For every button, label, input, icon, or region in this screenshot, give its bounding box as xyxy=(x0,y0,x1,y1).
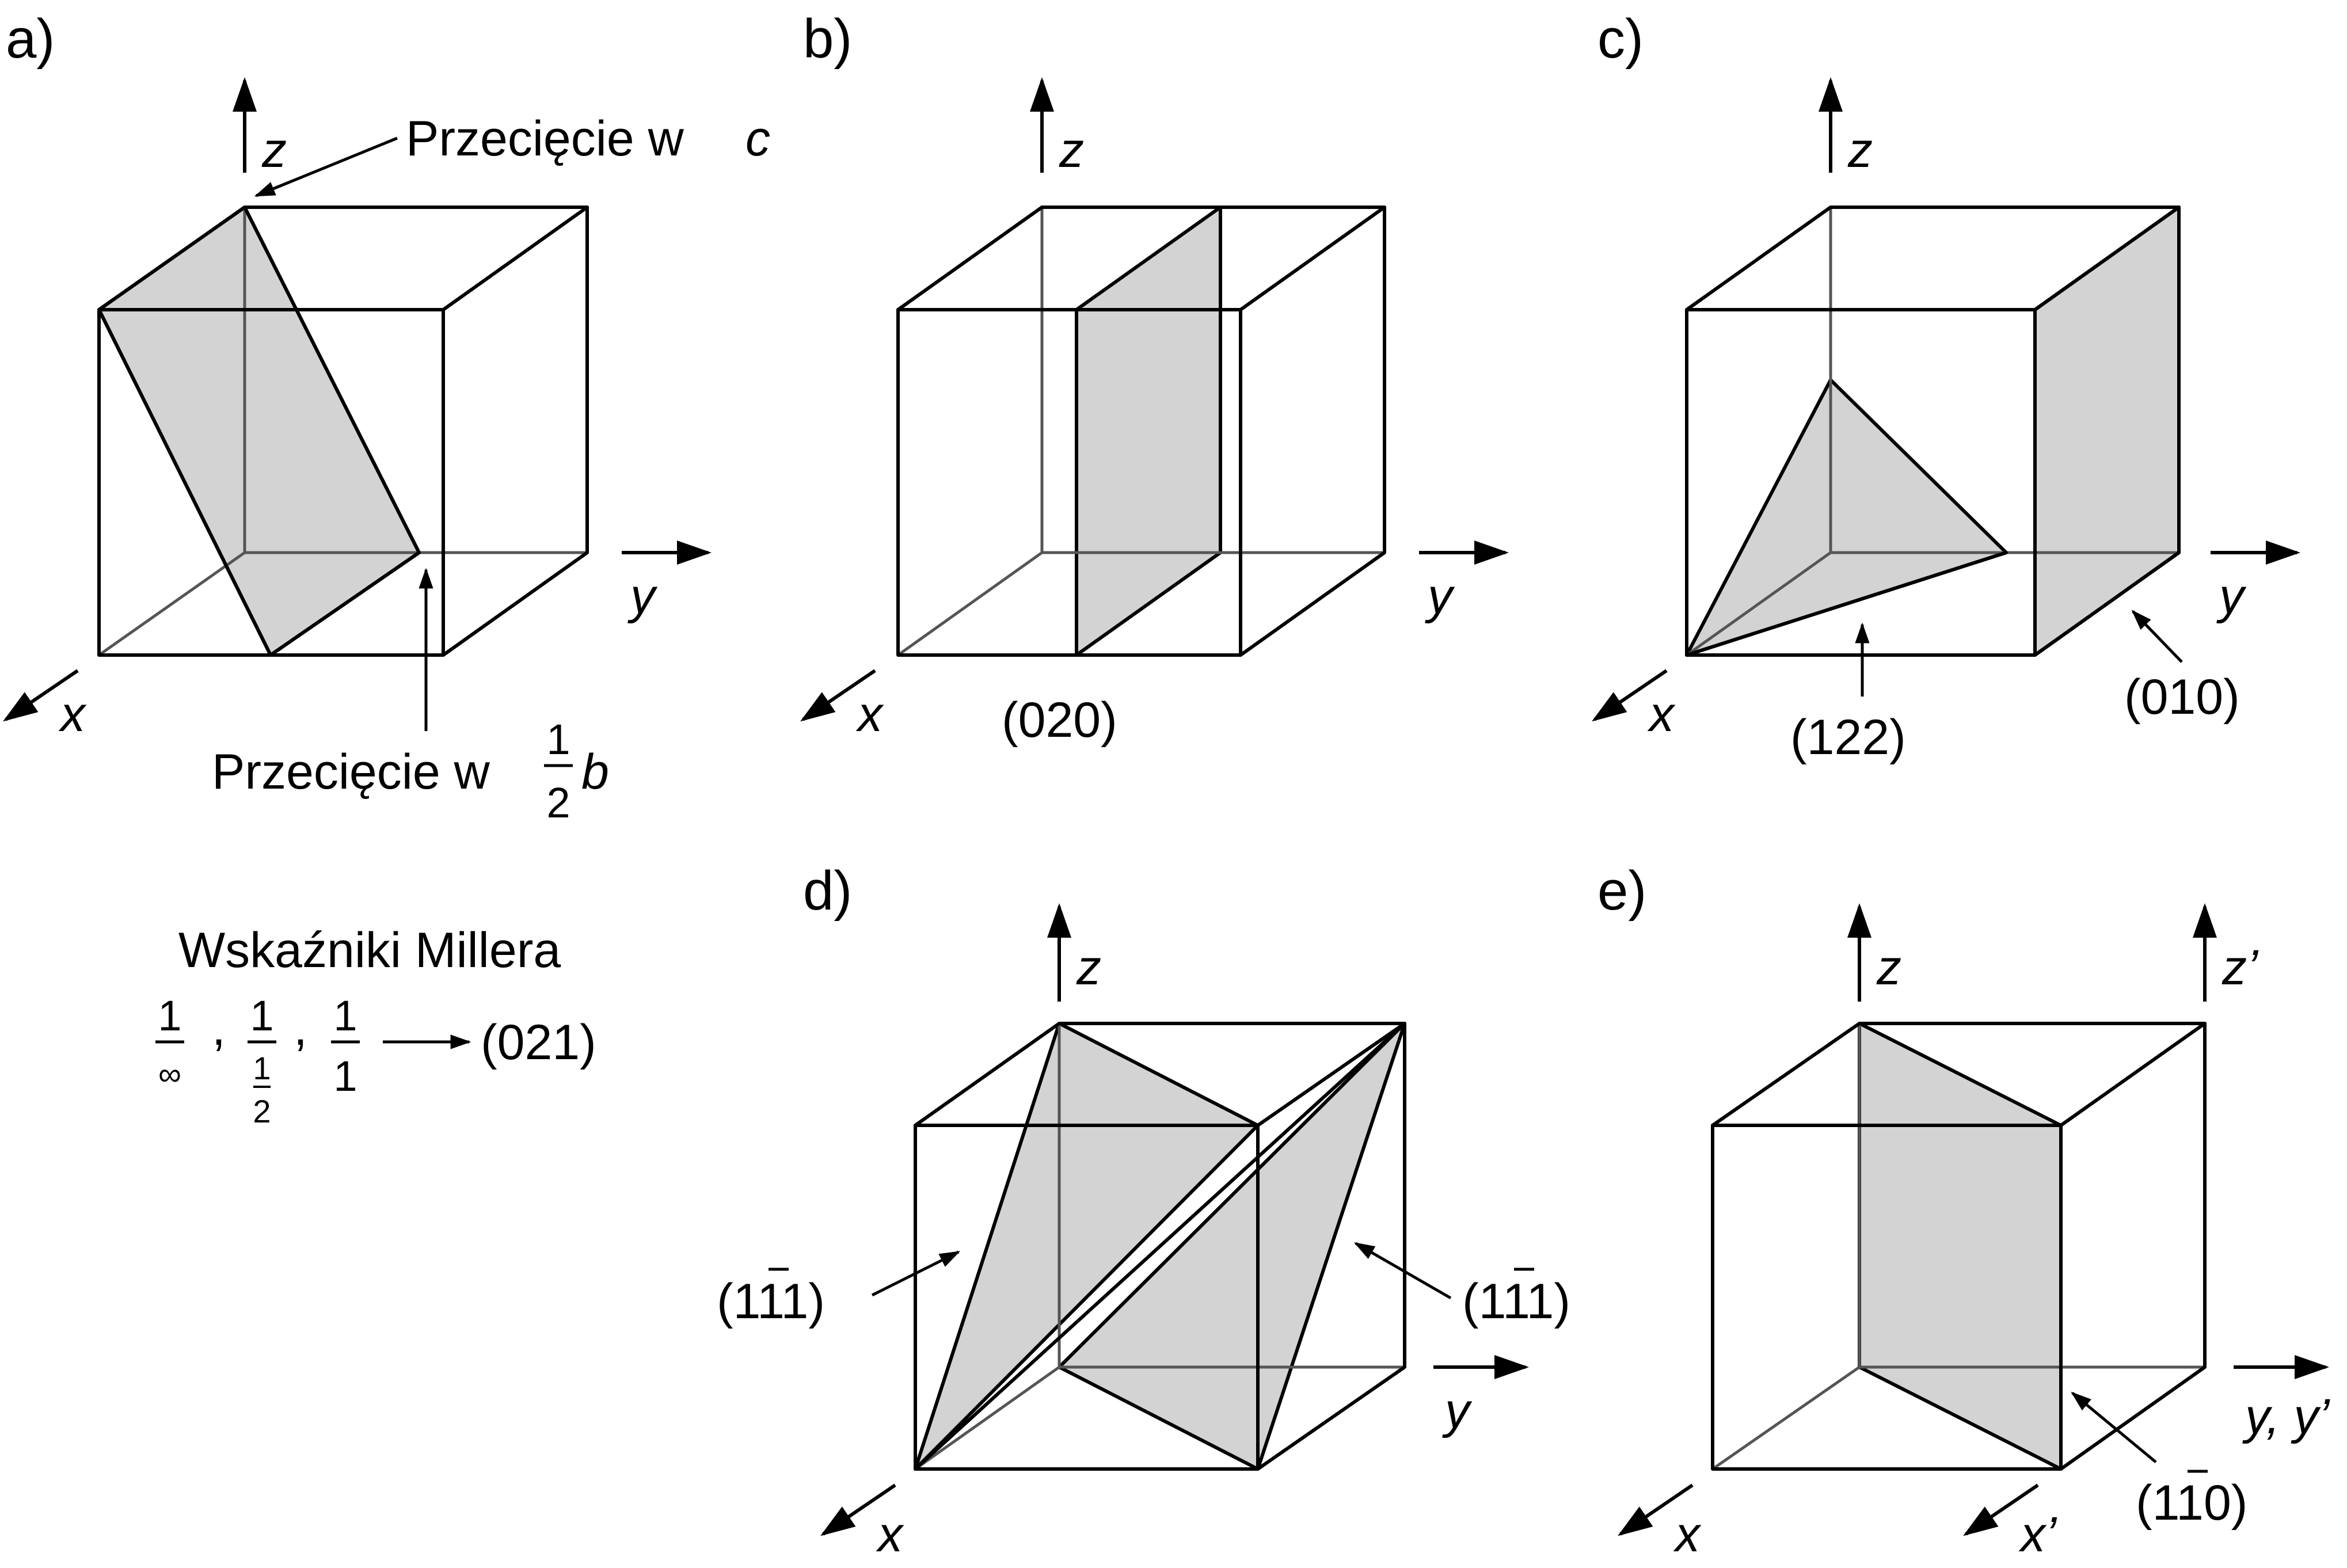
panel-e-zprime-label: z’ xyxy=(2222,940,2259,995)
panel-d: d) z y x (111) (111) xyxy=(717,860,1570,1562)
miller-f2-den-num: 1 xyxy=(253,1050,271,1086)
panel-e-z-label: z xyxy=(1876,940,1901,995)
panel-c-x-label: x xyxy=(1647,687,1676,742)
panel-b-x-label: x xyxy=(855,687,884,742)
panel-d-axes xyxy=(820,903,1529,1536)
miller-comma-1: , xyxy=(212,1000,226,1056)
panel-e-cube xyxy=(1711,1022,2207,1471)
panel-c-y-label: y xyxy=(2216,569,2247,624)
panel-a-callout-c-var: c xyxy=(745,111,770,166)
panel-b-cube xyxy=(896,205,1386,657)
panel-c-axes xyxy=(1592,77,2300,722)
miller-comma-2: , xyxy=(294,1000,307,1056)
panel-e-axes xyxy=(1618,903,2329,1536)
panel-a-z-label: z xyxy=(261,123,287,178)
svg-text:(110): (110) xyxy=(2136,1475,2247,1531)
miller-f1-num: 1 xyxy=(158,992,181,1040)
panel-b-letter: b) xyxy=(803,8,852,70)
panel-d-left-arrow xyxy=(871,1250,961,1297)
panel-c-label-2-arrow xyxy=(2131,610,2183,663)
panel-c: c) z y x (122) (010) xyxy=(1592,8,2300,765)
miller-f2-den-den: 2 xyxy=(253,1093,271,1129)
panel-a-cube xyxy=(97,205,589,657)
panel-e-plane-label: (110) xyxy=(2136,1470,2247,1531)
panel-a-y-label: y xyxy=(627,569,658,624)
panel-c-plane-label-2: (010) xyxy=(2124,669,2240,725)
miller-result: (021) xyxy=(481,1015,596,1070)
miller-f2-num: 1 xyxy=(250,992,273,1040)
panel-d-right-arrow xyxy=(1353,1242,1452,1300)
svg-text:(111): (111) xyxy=(717,1274,825,1329)
miller-f1-den: ∞ xyxy=(158,1056,181,1092)
panel-b-y-label: y xyxy=(1425,569,1455,624)
panel-e-letter: e) xyxy=(1597,860,1646,922)
miller-f3-den: 1 xyxy=(333,1052,357,1100)
panel-e-xprime-label: x’ xyxy=(2018,1507,2057,1562)
panel-a-callout-b-text: Przecięcie w xyxy=(212,744,490,800)
panel-b-plane xyxy=(1075,205,1222,657)
panel-b: b) z y x (020) xyxy=(800,8,1509,748)
panel-e-y-label: y, y’ xyxy=(2242,1389,2330,1444)
panel-c-letter: c) xyxy=(1597,8,1644,70)
panel-c-z-label: z xyxy=(1847,123,1873,178)
panel-a-x-label: x xyxy=(58,687,87,742)
panel-e-label-arrow xyxy=(2071,1391,2157,1463)
panel-d-x-label: x xyxy=(876,1507,904,1562)
panel-e: e) z z’ y, y’ x x’ (110) xyxy=(1597,860,2330,1562)
panel-a-callout-c-text: Przecięcie w xyxy=(406,111,684,166)
panel-e-x-label: x xyxy=(1673,1507,1702,1562)
panel-a-axes xyxy=(3,77,712,722)
panel-e-plane xyxy=(1858,1022,2063,1471)
panel-d-z-label: z xyxy=(1076,940,1101,995)
panel-d-right-label: (111) xyxy=(1462,1268,1570,1329)
panel-b-plane-label: (020) xyxy=(1002,692,1117,748)
panel-d-cube xyxy=(914,1022,1406,1471)
panel-a: a) z y x Przecięcie w c Przecięcie xyxy=(3,8,770,827)
panel-c-cube xyxy=(1685,205,2181,657)
panel-d-y-label: y xyxy=(1442,1383,1473,1438)
panel-a-callout-b-num: 1 xyxy=(546,716,570,763)
miller-title: Wskaźniki Millera xyxy=(178,923,561,978)
panel-d-letter: d) xyxy=(803,860,852,922)
panel-a-callout-c-arrow xyxy=(254,136,398,197)
panel-c-plane-label-1: (122) xyxy=(1790,710,1906,765)
panel-a-callout-b-var: b xyxy=(581,744,609,800)
panel-c-planes xyxy=(1685,205,2181,657)
panel-d-left-label: (111) xyxy=(717,1268,825,1329)
miller-formula: Wskaźniki Millera 1 ∞ , 1 1 2 , 1 1 (021… xyxy=(155,923,596,1129)
panel-b-z-label: z xyxy=(1059,123,1084,178)
svg-text:(111): (111) xyxy=(1462,1274,1570,1329)
panel-a-callout-b-den: 2 xyxy=(546,779,570,827)
panel-d-planes xyxy=(914,1022,1406,1471)
panel-a-letter: a) xyxy=(6,8,55,70)
panel-b-axes xyxy=(800,77,1509,722)
miller-f3-num: 1 xyxy=(333,992,357,1040)
